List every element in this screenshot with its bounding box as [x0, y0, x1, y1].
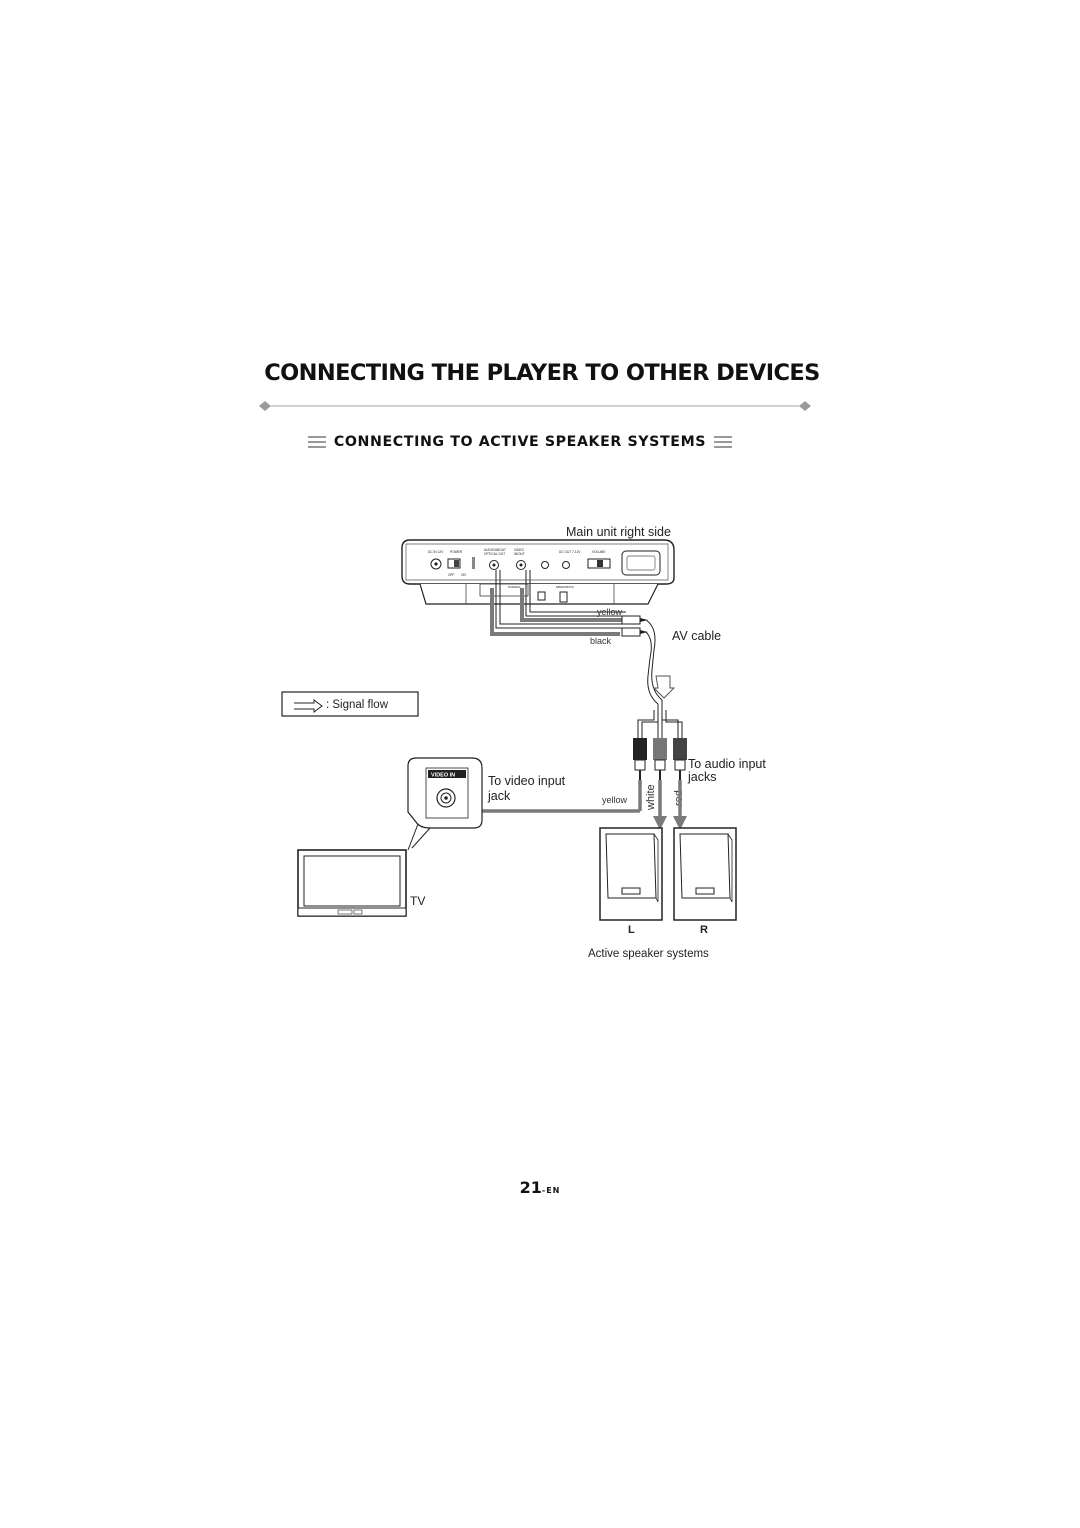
tv-video-in-panel: VIDEO IN — [407, 757, 483, 851]
speakers-caption: Active speaker systems — [588, 948, 709, 960]
rca-plugs — [633, 738, 687, 780]
section-heading: CONNECTING TO ACTIVE SPEAKER SYSTEMS — [278, 430, 762, 454]
svg-text:OFF: OFF — [448, 573, 454, 577]
cable-label-black: black — [590, 636, 612, 646]
unit-caption: Main unit right side — [566, 525, 671, 539]
svg-text:IN/OUT: IN/OUT — [514, 552, 525, 556]
speaker-right-label: R — [700, 924, 708, 936]
signal-flow-arrow-icon — [294, 699, 323, 713]
av-cable-label: AV cable — [672, 629, 721, 643]
speaker-left — [599, 827, 663, 921]
to-audio-input-line1: To audio input — [688, 757, 766, 771]
signal-arrows-unit — [490, 588, 622, 636]
av-cable-lines — [495, 570, 626, 629]
to-audio-input-line2: jacks — [687, 770, 716, 784]
speaker-right — [673, 827, 737, 921]
to-video-input-line1: To video input — [488, 774, 566, 788]
tv-label: TV — [410, 894, 425, 908]
page-number-value: 21 — [519, 1178, 542, 1197]
svg-text:VIDEO: VIDEO — [514, 548, 524, 552]
svg-text:VOLUME: VOLUME — [592, 550, 605, 554]
audio-signal-arrows — [653, 780, 687, 830]
page-number: 21-EN — [490, 1178, 590, 1197]
svg-text:AUDIO/ABOUT: AUDIO/ABOUT — [484, 548, 506, 552]
cable-label-yellow: yellow — [597, 607, 623, 617]
connection-diagram: Main unit right side DC IN 12V POWER AUD… — [281, 525, 766, 960]
speaker-left-label: L — [628, 924, 635, 936]
svg-text:DC IN 12V: DC IN 12V — [428, 550, 444, 554]
main-unit: DC IN 12V POWER AUDIO/ABOUT OPTICAL OUT … — [401, 539, 675, 605]
headphone-jack — [541, 561, 549, 569]
svg-text:ON: ON — [461, 573, 466, 577]
av-cable-main — [645, 619, 663, 710]
to-video-input-line2: jack — [487, 789, 511, 803]
plug-label-white: white — [645, 784, 657, 811]
page-title: CONNECTING THE PLAYER TO OTHER DEVICES — [264, 360, 820, 386]
video-in-label: VIDEO IN — [431, 773, 455, 779]
signal-flow-legend: : Signal flow — [281, 691, 419, 717]
svg-text:NORMAL: NORMAL — [508, 585, 521, 589]
plug-label-yellow: yellow — [602, 795, 628, 805]
tv — [297, 849, 407, 917]
svg-text:: Signal flow: : Signal flow — [326, 699, 389, 711]
av-cable-plugs — [621, 615, 648, 637]
svg-text:DC OUT 7-12V: DC OUT 7-12V — [559, 550, 581, 554]
heading-bars-icon-right — [714, 436, 733, 448]
svg-text:MIRROR/PIC: MIRROR/PIC — [556, 585, 575, 589]
section-heading-text: CONNECTING TO ACTIVE SPEAKER SYSTEMS — [333, 434, 707, 450]
page-number-suffix: -EN — [541, 1186, 561, 1195]
svg-text:OPTICAL OUT: OPTICAL OUT — [484, 552, 505, 556]
title-divider — [259, 401, 811, 411]
svg-text:POWER: POWER — [450, 550, 463, 554]
heading-bars-icon-left — [307, 436, 326, 448]
